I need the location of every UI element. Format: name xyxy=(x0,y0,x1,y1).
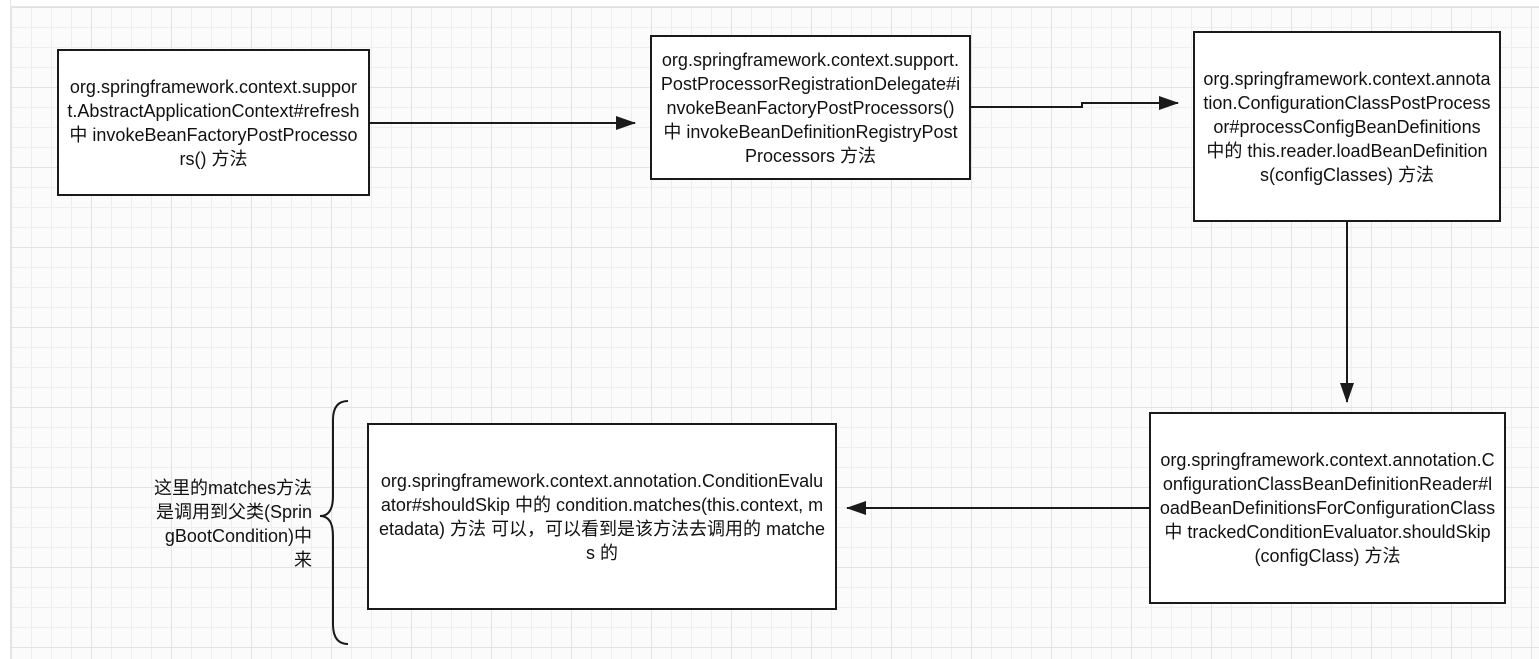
canvas-left-border xyxy=(0,0,11,659)
node-configuration-class-bean-definition-reader[interactable]: org.springframework.context.annotation.C… xyxy=(1149,412,1506,604)
node-label: org.springframework.context.annotation.C… xyxy=(1203,68,1491,185)
annotation-brace xyxy=(319,400,349,645)
node-label: org.springframework.context.annotation.C… xyxy=(378,470,826,563)
node-condition-evaluator-should-skip[interactable]: org.springframework.context.annotation.C… xyxy=(367,423,837,610)
node-configuration-class-post-processor[interactable]: org.springframework.context.annotation.C… xyxy=(1193,31,1501,222)
node-label: org.springframework.context.support.Abst… xyxy=(67,76,360,169)
edge-delegate-to-config-post-processor xyxy=(971,96,1179,110)
node-post-processor-registration-delegate[interactable]: org.springframework.context.support.Post… xyxy=(650,35,971,180)
node-label: org.springframework.context.support.Post… xyxy=(660,49,961,166)
annotation-note: 这里的matches方法是调用到父类(SpringBootCondition)中… xyxy=(153,478,312,570)
node-label: org.springframework.context.annotation.C… xyxy=(1159,450,1496,566)
canvas-top-border xyxy=(0,0,1539,7)
node-abstract-application-context-refresh[interactable]: org.springframework.context.support.Abst… xyxy=(57,49,370,196)
